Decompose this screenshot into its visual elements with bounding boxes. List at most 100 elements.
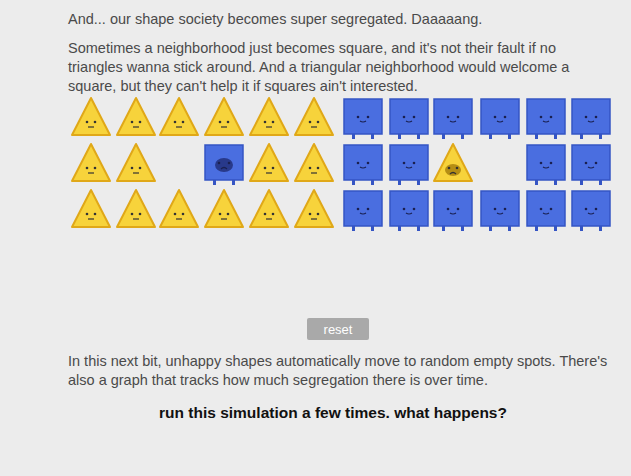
eye [413, 208, 416, 211]
eye [540, 162, 543, 165]
mouth [497, 213, 503, 214]
triangle-body [205, 190, 243, 227]
foot [489, 226, 492, 231]
triangle-body [72, 190, 110, 227]
eye [595, 208, 598, 211]
eye [494, 116, 497, 119]
mouth [266, 126, 272, 127]
eye [457, 116, 460, 119]
mouth [311, 218, 317, 219]
triangle-shape [295, 98, 333, 135]
triangle-shape [117, 98, 155, 135]
eye [309, 121, 312, 124]
square-body [344, 191, 382, 226]
mouth [588, 213, 594, 214]
eye [448, 167, 451, 170]
eye [457, 208, 460, 211]
eye [131, 167, 134, 170]
foot [352, 180, 355, 185]
mouth [88, 218, 94, 219]
mouth [221, 126, 227, 127]
foot [442, 226, 445, 231]
eye [494, 208, 497, 211]
foot [352, 134, 355, 139]
mouth [176, 126, 182, 127]
triangle-body [295, 144, 333, 181]
foot [398, 180, 401, 185]
triangle-shape [434, 144, 472, 181]
mouth [176, 218, 182, 219]
triangle-shape [160, 190, 198, 227]
mouth [360, 167, 366, 168]
mouth [406, 213, 412, 214]
eye [264, 121, 267, 124]
mouth [497, 121, 503, 122]
square-body [434, 99, 472, 134]
eye [357, 162, 360, 165]
square-body [344, 99, 382, 134]
triangle-body [250, 190, 288, 227]
eye [317, 167, 320, 170]
triangle-body [117, 98, 155, 135]
foot [599, 134, 602, 139]
eye [227, 121, 230, 124]
foot [554, 226, 557, 231]
eye [86, 121, 89, 124]
square-shape [434, 191, 472, 231]
eye [219, 121, 222, 124]
foot [461, 134, 464, 139]
mouth [543, 121, 549, 122]
triangle-shape [205, 190, 243, 227]
foot [398, 226, 401, 231]
body-paragraph: In this next bit, unhappy shapes automat… [68, 352, 613, 390]
mouth [221, 218, 227, 219]
eye [550, 116, 553, 119]
eye [585, 162, 588, 165]
eye [131, 121, 134, 124]
eye [94, 121, 97, 124]
triangle-body [117, 144, 155, 181]
square-shape [572, 145, 610, 185]
eye [272, 121, 275, 124]
reset-button: reset [307, 318, 369, 340]
square-body [344, 145, 382, 180]
eye [447, 208, 450, 211]
mouth [133, 126, 139, 127]
foot [371, 226, 374, 231]
eye [139, 167, 142, 170]
square-body [572, 191, 610, 226]
mouth [360, 121, 366, 122]
triangle-shape [295, 190, 333, 227]
foot [535, 226, 538, 231]
mouth [450, 173, 456, 175]
triangle-body [117, 190, 155, 227]
foot [580, 226, 583, 231]
eye [540, 116, 543, 119]
square-shape [481, 191, 519, 231]
triangle-shape [160, 98, 198, 135]
foot [580, 180, 583, 185]
foot [352, 226, 355, 231]
eye [595, 162, 598, 165]
foot [489, 134, 492, 139]
foot [508, 226, 511, 231]
eye [357, 116, 360, 119]
square-shape [572, 191, 610, 231]
mouth [311, 172, 317, 173]
eye [309, 213, 312, 216]
square-body [481, 99, 519, 134]
eye [540, 208, 543, 211]
eye [456, 167, 459, 170]
foot [554, 180, 557, 185]
foot [371, 180, 374, 185]
triangle-body [205, 98, 243, 135]
square-body [572, 145, 610, 180]
square-shape [481, 99, 519, 139]
eye [228, 162, 231, 165]
foot [371, 134, 374, 139]
eye [218, 162, 221, 165]
eye [86, 167, 89, 170]
mouth [266, 172, 272, 173]
triangle-shape [205, 98, 243, 135]
triangle-shape [250, 144, 288, 181]
